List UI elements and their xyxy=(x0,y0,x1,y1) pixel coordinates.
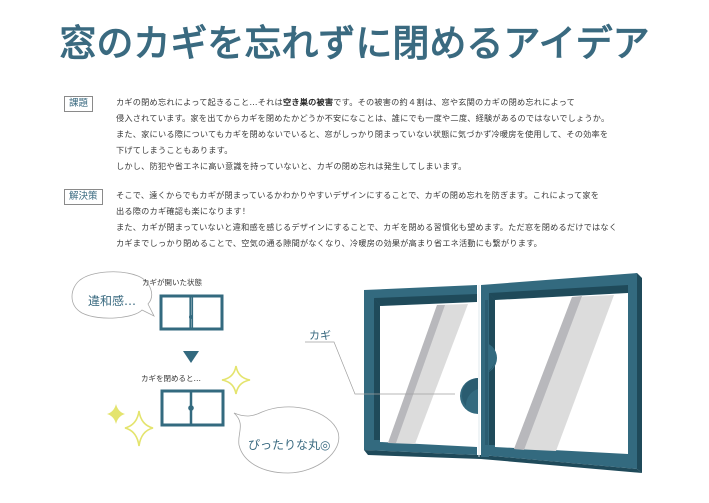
problem-line-5: しかし、防犯や省エネに高い意識を持っていないと、カギの閉め忘れは発生してしまいま… xyxy=(116,161,467,171)
solution-line-3: また、カギが閉まっていないと違和感を感じるデザインにすることで、カギを閉める習慣… xyxy=(116,222,618,232)
sparkle-small-icon xyxy=(107,404,125,424)
closed-bubble-text: ぴったりな丸◎ xyxy=(248,438,331,452)
problem-line-3: また、家にいる際についてもカギを閉めないでいると、窓がしっかり閉まっていない状態… xyxy=(116,129,609,139)
speech-bubble-open-icon xyxy=(71,271,155,319)
solution-tag: 解決策 xyxy=(64,189,103,205)
page-title: 窓のカギを忘れずに閉めるアイデア xyxy=(59,22,650,65)
large-window-icon xyxy=(364,273,642,473)
problem-line-1: カギの閉め忘れによって起きること…それは空き巣の被害です。その被害の約４割は、窓… xyxy=(116,97,576,107)
solution-line-4: カギまでしっかり閉めることで、空気の通る隙間がなくなり、冷暖房の効果が高まり省エ… xyxy=(116,238,543,248)
sparkle-icon xyxy=(124,365,251,447)
small-window-open-icon xyxy=(159,294,224,331)
arrow-down-icon xyxy=(183,351,199,363)
problem-line-4: 下げてしまうこともあります。 xyxy=(116,145,233,155)
solution-line-2: 出る際のカギ確認も楽になります！ xyxy=(116,206,251,216)
problem-line-2: 侵入されています。家を出てからカギを閉めたかどうか不安になことは、誰にでも一度や… xyxy=(116,113,610,123)
problem-paragraph: カギの閉め忘れによって起きること…それは空き巣の被害です。その被害の約４割は、窓… xyxy=(116,94,609,174)
closed-state-label: カギを閉めると… xyxy=(141,374,201,383)
speech-bubble-closed-icon xyxy=(233,406,340,474)
highlight-text: 空き巣の被害 xyxy=(282,97,334,107)
open-state-label: カギが開いた状態 xyxy=(142,278,202,287)
key-label: カギ xyxy=(309,329,331,342)
solution-paragraph: そこで、遠くからでもカギが閉まっているかわかりやすいデザインにすることで、カギの… xyxy=(116,187,617,251)
open-bubble-text: 違和感… xyxy=(88,294,137,308)
problem-tag: 課題 xyxy=(64,96,94,112)
key-pointer-line xyxy=(305,341,455,395)
small-window-closed-icon xyxy=(160,389,225,427)
solution-line-1: そこで、遠くからでもカギが閉まっているかわかりやすいデザインにすることで、カギの… xyxy=(116,190,600,200)
